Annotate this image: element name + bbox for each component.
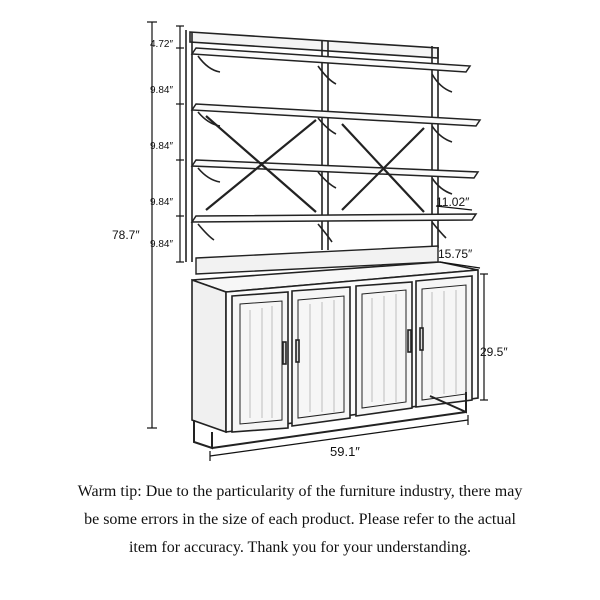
dim-cabinet-height: 29.5″ [480, 345, 508, 359]
shelf-3 [190, 159, 480, 179]
dim-width: 59.1″ [330, 444, 360, 459]
door-2 [291, 286, 351, 427]
shelf-4 [190, 213, 478, 223]
dim-shelf-spacing-3: 9.84″ [150, 197, 173, 208]
shelf-1 [190, 47, 472, 73]
dim-shelf-spacing-4: 9.84″ [150, 239, 173, 250]
shelf-2 [190, 103, 482, 127]
dim-shelf-spacing-2: 9.84″ [150, 141, 173, 152]
dim-total-height: 78.7″ [112, 228, 140, 242]
handle-1 [282, 341, 287, 365]
cabinet [191, 261, 479, 450]
product-dimension-diagram: 4.72″ 9.84″ 9.84″ 9.84″ 9.84″ 78.7″ 11.0… [112, 21, 508, 461]
dim-shelf-depth: 11.02″ [436, 195, 470, 209]
shelves [190, 47, 482, 223]
dim-cabinet-depth: 15.75″ [438, 247, 473, 261]
shelf-brackets [197, 55, 453, 243]
warm-tip-line-3: item for accuracy. Thank you for your un… [128, 539, 472, 556]
wood-grain [249, 290, 457, 418]
handle-4 [419, 327, 424, 351]
handle-2 [295, 339, 300, 363]
warm-tip-line-1: Warm tip: Due to the particularity of th… [77, 483, 523, 500]
dimension-lines [147, 21, 488, 461]
warm-tip: Warm tip: Due to the particularity of th… [0, 478, 600, 562]
door-handles [282, 327, 424, 365]
x-braces [205, 115, 425, 213]
handle-3 [407, 329, 412, 353]
hutch-frame [185, 30, 439, 262]
dim-top-gap: 4.72″ [150, 39, 173, 50]
door-1 [231, 291, 289, 433]
warm-tip-line-2: be some errors in the size of each produ… [84, 511, 516, 528]
dim-shelf-spacing-1: 9.84″ [150, 85, 173, 96]
